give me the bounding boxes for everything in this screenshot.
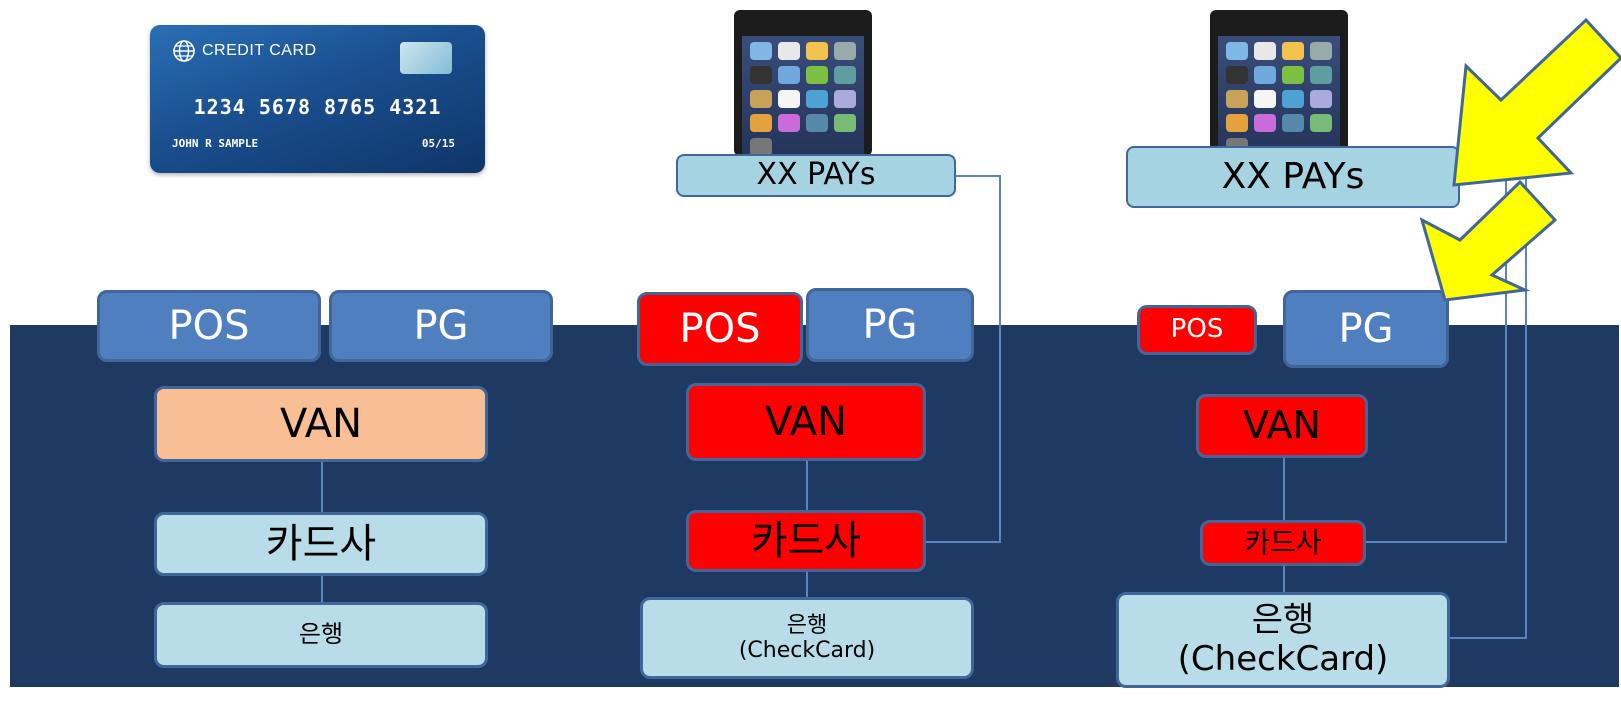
bank-box-left: 은행 [154,602,488,668]
bank-sub-label-middle: (CheckCard) [738,638,876,663]
connector-line [999,175,1001,542]
smartphone-icon [734,10,872,156]
connector-line [956,175,1000,177]
card-number: 1234 5678 8765 4321 [193,95,442,119]
van-box-middle: VAN [686,383,926,461]
pay-box-right: XX PAYs [1126,146,1460,208]
bank-sub-label-right: (CheckCard) [1177,639,1389,679]
card-company-box-middle: 카드사 [686,510,926,572]
pg-box-right: PG [1283,290,1449,368]
card-holder: JOHN R SAMPLE [172,137,259,150]
connector-line [1525,176,1527,638]
connector-line [1447,637,1527,639]
pos-box-middle: POS [637,292,803,366]
pos-box-left: POS [97,290,321,362]
arrow-icon [1452,18,1621,187]
van-box-left: VAN [154,386,488,462]
card-title: CREDIT CARD [202,42,317,59]
bank-box-right: 은행 (CheckCard) [1116,592,1450,688]
pos-box-right: POS [1137,305,1257,355]
card-company-box-left: 카드사 [154,512,488,576]
connector-line [924,541,1001,543]
van-box-right: VAN [1196,394,1368,458]
card-company-box-right: 카드사 [1200,520,1366,566]
card-expiry: 05/15 [421,137,455,150]
bank-label-middle: 은행 [786,612,828,638]
card-chip-icon [400,42,452,74]
pay-box-middle: XX PAYs [676,154,956,197]
arrow-icon [1420,180,1558,302]
connector-line [1365,541,1507,543]
connector-line [1505,172,1507,542]
bank-label-right: 은행 [1251,599,1315,640]
bank-box-middle: 은행 (CheckCard) [640,597,974,679]
smartphone-icon [1210,10,1348,156]
pg-box-middle: PG [806,288,974,362]
pg-box-left: PG [329,290,553,362]
credit-card-image: CREDIT CARD 1234 5678 8765 4321 JOHN R S… [150,25,485,173]
globe-icon [173,40,195,62]
